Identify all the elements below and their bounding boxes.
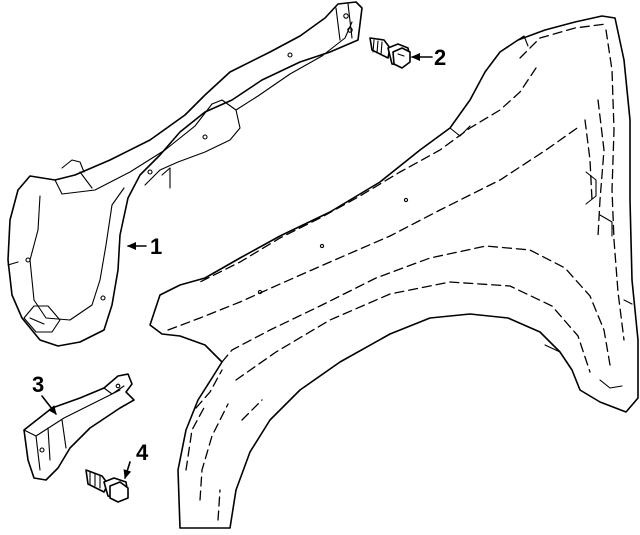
callout-1-label: 1 bbox=[150, 234, 162, 259]
callout-4-label: 4 bbox=[136, 440, 149, 465]
fender-apron-bracket bbox=[7, 1, 363, 347]
lower-bracket bbox=[23, 373, 135, 481]
callout-2-group: 2 bbox=[411, 45, 446, 70]
leader-line-4 bbox=[123, 461, 132, 479]
bolt-2 bbox=[369, 37, 411, 69]
leader-line-3 bbox=[41, 395, 57, 415]
bolt-4 bbox=[85, 469, 129, 503]
callout-2-label: 2 bbox=[434, 45, 446, 70]
front-fender bbox=[149, 15, 639, 529]
callout-3-group: 3 bbox=[32, 372, 57, 415]
callout-4-group: 4 bbox=[123, 440, 149, 479]
callout-1-group: 1 bbox=[127, 234, 162, 259]
callout-3-label: 3 bbox=[32, 372, 44, 397]
